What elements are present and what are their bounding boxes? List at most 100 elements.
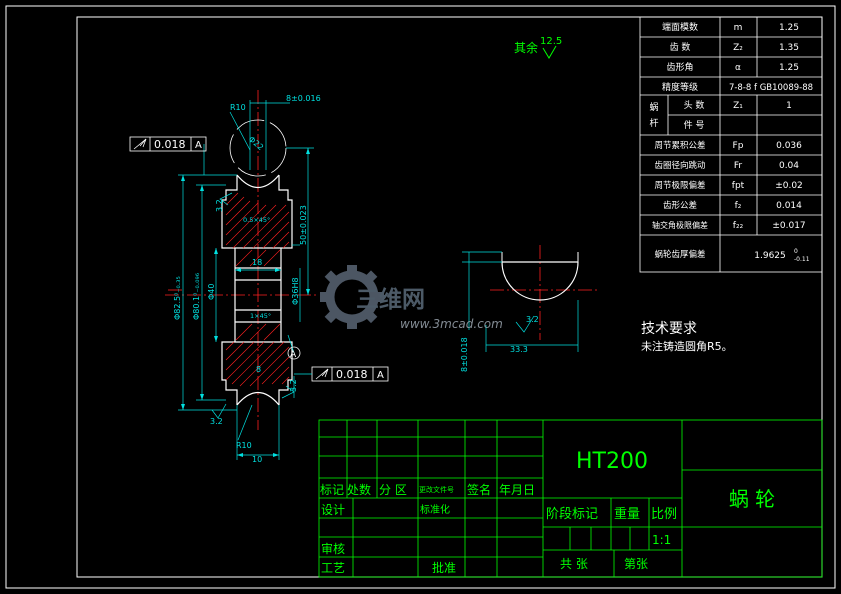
param-name: 轴交角极限偏差 (652, 220, 708, 230)
gear-icon (320, 265, 384, 329)
tolerance-frame-bottom: 0.018 A (294, 366, 389, 382)
dim-height-right: 50±0.023 (299, 205, 308, 245)
row-process: 工艺 (321, 561, 345, 575)
param-name: 齿形公差 (663, 200, 697, 211)
material-label: HT200 (576, 449, 648, 474)
tech-requirements-title: 技术要求 (641, 321, 697, 337)
dim-rough-left: 3.2 (215, 199, 224, 212)
param-name: 周节极限偏差 (654, 180, 705, 191)
dim-r10-bottom: R10 (236, 441, 252, 450)
surface-finish-label: 其余 (514, 40, 538, 55)
technical-requirements: 技术要求 未注铸造圆角R5。 (641, 321, 733, 353)
dim-eight: 8 (256, 365, 261, 374)
parameter-table-text: 端面模数 m 1.25 齿 数 Z₂ 1.35 齿形角 α 1.25 精度等级 … (649, 21, 813, 263)
param-name: 齿圈径向跳动 (654, 160, 706, 171)
param-symbol: f₂ (735, 201, 742, 211)
row-review: 审核 (321, 541, 345, 556)
param-name: 齿形角 (666, 61, 693, 73)
tech-requirements-line: 未注铸造圆角R5。 (641, 339, 733, 353)
param-value: 1.35 (779, 43, 799, 53)
row-standard: 标准化 (420, 503, 450, 516)
header-count: 处数 (347, 482, 371, 497)
label-sheet-no: 第张 (624, 557, 648, 571)
param-value: 1.25 (779, 63, 799, 73)
label-stage: 阶段标记 (546, 507, 598, 522)
dim-shaft-diameter: Φ40 (207, 284, 216, 300)
tolerance-value-bottom: 0.018 (336, 368, 368, 381)
header-zone: 分 区 (379, 483, 407, 497)
label-weight: 重量 (614, 506, 640, 522)
dim-key-depth: 33.3 (510, 345, 528, 354)
roughness-marks (211, 192, 295, 419)
param-name: 蜗轮齿厚偏差 (654, 249, 705, 260)
param-symbol: Fr (734, 161, 743, 171)
param-value: ±0.017 (772, 221, 805, 231)
dim-top-width: 8±0.016 (286, 94, 321, 103)
param-name: 蜗 (649, 102, 658, 113)
dim-hub-width: 18 (252, 258, 262, 267)
param-name: 周节累积公差 (654, 140, 705, 151)
scale-value: 1:1 (652, 533, 671, 547)
tolerance-datum-bottom: A (377, 370, 384, 381)
param-symbol: fpt (732, 181, 745, 191)
param-value: 7-8-8 f GB10089-88 (729, 83, 813, 93)
dim-key-width: 8±0.018 (460, 337, 469, 372)
dim-chamfer-bottom: 1×45° (250, 312, 271, 320)
param-symbol: m (734, 23, 743, 33)
dim-bottom-width: 10 (252, 455, 262, 464)
dim-pitch-diameter: Φ80.1⁰₋₀.₀₉₆ (192, 273, 201, 320)
dim-key-rough: 3.2 (526, 315, 539, 324)
dimension-lines (178, 100, 314, 460)
watermark-url: www.3mcad.com (400, 317, 503, 331)
param-value: 0.036 (776, 141, 802, 151)
param-symbol: Z₂ (733, 43, 743, 53)
title-block-grid (318, 419, 823, 578)
tolerance-value-top: 0.018 (154, 138, 186, 151)
param-value: 1.25 (779, 23, 799, 33)
part-name: 蜗 轮 (729, 487, 775, 511)
param-name: 齿 数 (670, 41, 691, 53)
param-symbol: Fp (733, 141, 744, 151)
title-block-text: HT200 蜗 轮 标记 处数 分 区 更改文件号 签名 年月日 设计 标准化 … (320, 449, 775, 575)
row-design: 设计 (321, 503, 345, 517)
header-mark: 标记 (320, 483, 344, 497)
param-symbol: Z₁ (733, 101, 743, 111)
param-value-sup: 0 (794, 248, 798, 255)
watermark: 三维网 www.3mcad.com (320, 265, 503, 331)
parameter-table (639, 16, 823, 273)
arrow-heads (181, 148, 310, 457)
row-approve: 批准 (432, 560, 456, 575)
param-value: 0.014 (776, 201, 802, 211)
datum-label: A (290, 350, 297, 360)
tolerance-frame-top: 0.018 A (129, 136, 207, 152)
param-value: ±0.02 (775, 181, 803, 191)
dim-chamfer-top: 0.5×45° (243, 216, 270, 224)
param-symbol: α (735, 63, 741, 73)
surface-finish-value: 12.5 (540, 36, 562, 47)
param-name: 精度等级 (662, 81, 698, 93)
param-symbol: f₂₂ (733, 221, 744, 231)
dim-rough-bottom: 3.2 (210, 417, 223, 426)
param-value: 1 (786, 101, 792, 111)
header-date: 年月日 (499, 483, 535, 497)
param-sub: 件 号 (684, 119, 705, 131)
param-name: 端面模数 (662, 21, 698, 33)
param-name-2: 杆 (649, 117, 658, 129)
label-sheets: 共 张 (560, 557, 588, 571)
header-doc: 更改文件号 (419, 485, 454, 494)
datum-symbol: A (287, 346, 301, 360)
main-section-view (165, 90, 318, 430)
dim-rough-right: 3.2 (289, 379, 298, 392)
outer-border (5, 5, 836, 589)
header-sign: 签名 (467, 482, 491, 497)
surface-finish-note: 其余 12.5 (514, 36, 562, 59)
dim-outer-diameter: Φ82.5⁰₋₀.₃₅ (173, 276, 182, 320)
tolerance-datum-top: A (195, 140, 202, 151)
dim-bore: Φ36H8 (291, 277, 300, 305)
param-value: 1.9625 (754, 251, 786, 261)
param-value: 0.04 (779, 161, 799, 171)
label-scale: 比例 (651, 507, 677, 522)
param-value-sub: -0.11 (794, 256, 810, 263)
dim-r10-top: R10 (230, 103, 246, 112)
